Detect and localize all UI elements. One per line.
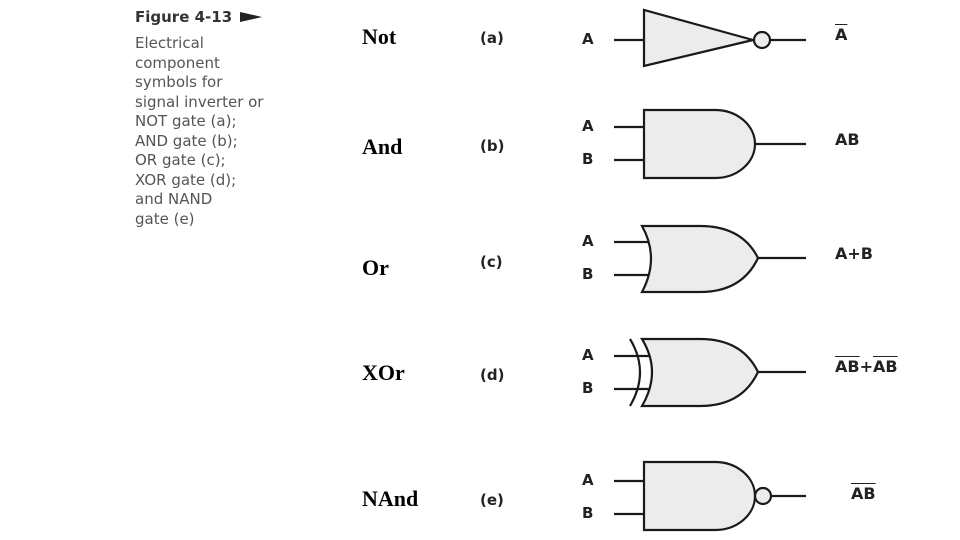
output-or: A+B (835, 244, 873, 263)
output-overbar-term: AB (872, 357, 898, 376)
input-label-a: A (582, 30, 594, 48)
input-label-b: B (582, 379, 594, 397)
gate-name-nand: NAnd (362, 486, 419, 511)
gate-letter-b: (b) (480, 137, 505, 155)
caption-line: OR gate (c); (135, 151, 226, 169)
output-and: AB (835, 130, 860, 149)
gate-letter-c: (c) (480, 253, 503, 271)
gate-letter-d: (d) (480, 366, 505, 384)
caption-line: XOR gate (d); (135, 170, 237, 189)
caption-line: component (135, 53, 220, 72)
input-label-b: B (582, 150, 594, 168)
gate-name-not: Not (362, 24, 397, 49)
xor-gate-symbol (614, 337, 806, 408)
caption-line: Electrical (135, 34, 204, 52)
output-overbar-term: AB (835, 357, 860, 376)
caption-line: and NAND (135, 190, 213, 208)
figure-label: Figure 4-13 (135, 8, 263, 26)
output-xor: AB+AB (835, 357, 898, 376)
caption-line: NOT gate (a); (135, 112, 237, 130)
figure-number: Figure 4-13 (135, 8, 233, 26)
gate-name-xor: XOr (362, 360, 405, 385)
and-gate-symbol (614, 108, 806, 180)
gate-name-and: And (362, 134, 403, 159)
input-label-a: A (582, 117, 594, 135)
gate-name-or: Or (362, 255, 389, 280)
gate-letter-e: (e) (480, 491, 504, 509)
output-plus: + (859, 357, 873, 376)
output-not: A (835, 25, 847, 44)
figure-caption: Electrical component symbols for signal … (135, 34, 295, 229)
input-label-b: B (582, 504, 594, 522)
caption-line: signal inverter or (135, 92, 264, 111)
output-overbar-term: AB (851, 484, 876, 503)
input-label-a: A (582, 346, 594, 364)
input-label-a: A (582, 232, 594, 250)
nand-gate-symbol (614, 460, 806, 532)
input-label-a: A (582, 471, 594, 489)
or-gate-symbol (614, 224, 806, 294)
caption-line: symbols for (135, 73, 223, 91)
arrow-icon (240, 12, 263, 22)
output-overbar-term: A (835, 25, 848, 44)
not-gate-symbol (614, 8, 806, 68)
output-nand: AB (851, 484, 876, 503)
caption-line: gate (e) (135, 209, 195, 228)
caption-line: AND gate (b); (135, 131, 238, 150)
input-label-b: B (582, 265, 594, 283)
gate-letter-a: (a) (480, 29, 504, 47)
